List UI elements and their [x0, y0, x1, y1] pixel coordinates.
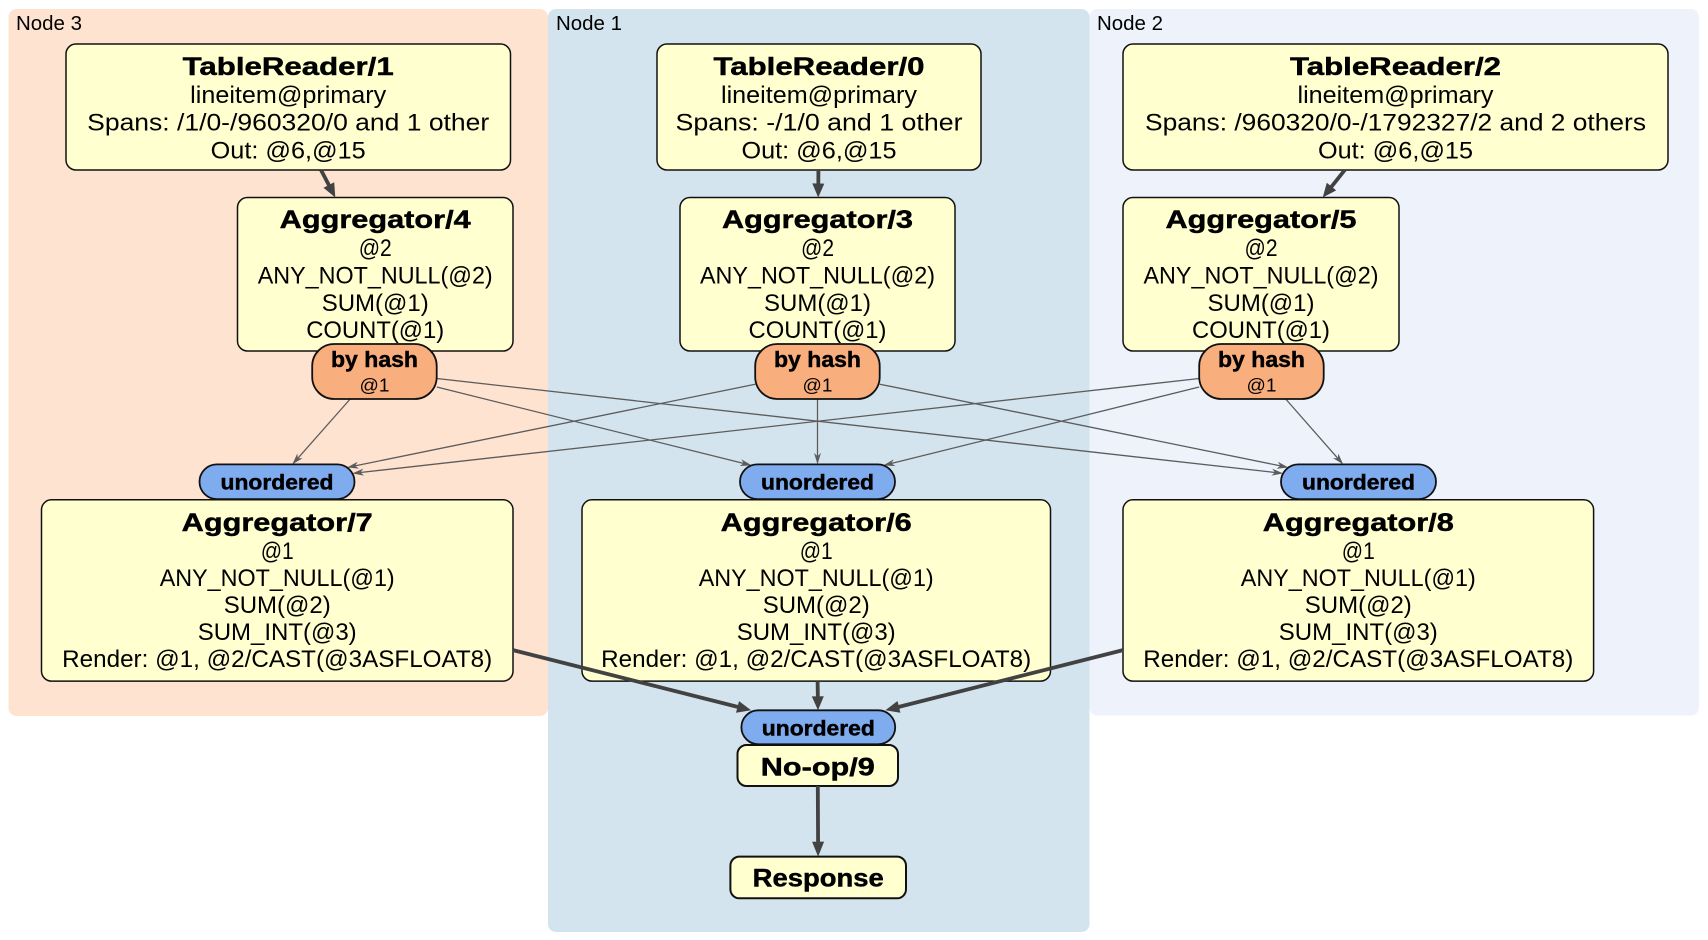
svg-text:Spans: -/1/0 and 1 other: Spans: -/1/0 and 1 other	[676, 110, 963, 137]
svg-text:TableReader/1: TableReader/1	[183, 53, 394, 81]
svg-text:Spans: /960320/0-/1792327/2 an: Spans: /960320/0-/1792327/2 and 2 others	[1145, 110, 1646, 137]
svg-text:Node 3: Node 3	[16, 13, 82, 35]
svg-text:by hash: by hash	[331, 347, 418, 372]
svg-text:@1: @1	[360, 376, 390, 396]
svg-text:unordered: unordered	[1302, 472, 1415, 495]
svg-text:by hash: by hash	[774, 347, 861, 372]
svg-text:Node 2: Node 2	[1097, 13, 1163, 35]
svg-text:Aggregator/7: Aggregator/7	[182, 509, 373, 537]
svg-text:by hash: by hash	[1218, 347, 1305, 372]
svg-text:ANY_NOT_NULL(@2): ANY_NOT_NULL(@2)	[1144, 262, 1379, 289]
svg-text:ANY_NOT_NULL(@2): ANY_NOT_NULL(@2)	[258, 262, 493, 289]
svg-text:Out: @6,@15: Out: @6,@15	[1318, 137, 1473, 164]
svg-text:SUM(@1): SUM(@1)	[764, 290, 871, 317]
svg-text:ANY_NOT_NULL(@2): ANY_NOT_NULL(@2)	[700, 262, 935, 289]
svg-text:@1: @1	[1247, 376, 1277, 396]
svg-text:Render: @1, @2/CAST(@3ASFLOAT8: Render: @1, @2/CAST(@3ASFLOAT8)	[1143, 646, 1573, 673]
svg-text:unordered: unordered	[221, 472, 334, 495]
svg-text:Aggregator/8: Aggregator/8	[1263, 509, 1454, 537]
svg-text:Aggregator/6: Aggregator/6	[721, 509, 912, 537]
svg-text:SUM(@2): SUM(@2)	[763, 592, 870, 619]
svg-text:@1: @1	[800, 538, 833, 565]
svg-text:@2: @2	[1245, 235, 1278, 262]
svg-text:COUNT(@1): COUNT(@1)	[306, 317, 444, 344]
svg-text:lineitem@primary: lineitem@primary	[721, 82, 917, 109]
svg-text:@1: @1	[1342, 538, 1375, 565]
svg-text:TableReader/0: TableReader/0	[714, 53, 925, 81]
svg-text:COUNT(@1): COUNT(@1)	[749, 317, 887, 344]
svg-text:Render: @1, @2/CAST(@3ASFLOAT8: Render: @1, @2/CAST(@3ASFLOAT8)	[601, 646, 1031, 673]
svg-text:@2: @2	[359, 235, 392, 262]
svg-text:Aggregator/5: Aggregator/5	[1166, 206, 1357, 234]
svg-text:ANY_NOT_NULL(@1): ANY_NOT_NULL(@1)	[160, 565, 395, 592]
svg-text:@1: @1	[803, 376, 833, 396]
svg-text:Aggregator/3: Aggregator/3	[722, 206, 913, 234]
svg-text:Render: @1, @2/CAST(@3ASFLOAT8: Render: @1, @2/CAST(@3ASFLOAT8)	[62, 646, 492, 673]
svg-text:Out: @6,@15: Out: @6,@15	[742, 137, 897, 164]
svg-text:ANY_NOT_NULL(@1): ANY_NOT_NULL(@1)	[1241, 565, 1476, 592]
svg-text:SUM(@2): SUM(@2)	[224, 592, 331, 619]
svg-text:TableReader/2: TableReader/2	[1290, 53, 1501, 81]
svg-text:SUM(@1): SUM(@1)	[322, 290, 429, 317]
svg-text:SUM_INT(@3): SUM_INT(@3)	[1279, 619, 1438, 646]
svg-text:SUM(@1): SUM(@1)	[1208, 290, 1315, 317]
svg-text:lineitem@primary: lineitem@primary	[1298, 82, 1494, 109]
svg-text:lineitem@primary: lineitem@primary	[190, 82, 386, 109]
svg-text:@1: @1	[261, 538, 294, 565]
svg-text:Node 1: Node 1	[556, 13, 622, 35]
svg-text:Response: Response	[753, 865, 884, 893]
svg-text:unordered: unordered	[761, 472, 874, 495]
svg-text:SUM(@2): SUM(@2)	[1305, 592, 1412, 619]
svg-text:COUNT(@1): COUNT(@1)	[1192, 317, 1330, 344]
svg-text:Aggregator/4: Aggregator/4	[280, 206, 471, 234]
svg-text:Out: @6,@15: Out: @6,@15	[211, 137, 366, 164]
svg-text:No-op/9: No-op/9	[761, 754, 875, 782]
svg-text:SUM_INT(@3): SUM_INT(@3)	[198, 619, 357, 646]
svg-text:Spans: /1/0-/960320/0 and 1 ot: Spans: /1/0-/960320/0 and 1 other	[87, 110, 489, 137]
svg-text:@2: @2	[801, 235, 834, 262]
svg-text:SUM_INT(@3): SUM_INT(@3)	[737, 619, 896, 646]
svg-text:unordered: unordered	[762, 718, 875, 741]
svg-text:ANY_NOT_NULL(@1): ANY_NOT_NULL(@1)	[699, 565, 934, 592]
